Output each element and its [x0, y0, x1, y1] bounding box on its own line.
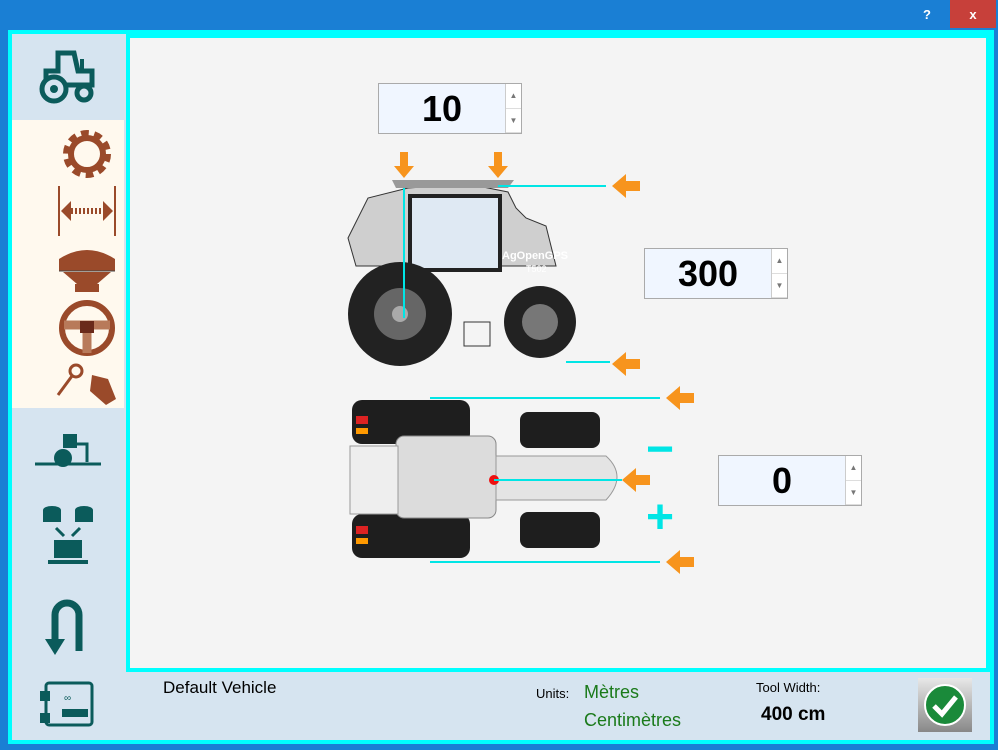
gear-icon[interactable] [56, 124, 118, 184]
antenna-height-spinner[interactable]: 10 ▲▼ [378, 83, 522, 134]
data-sources-icon[interactable] [12, 494, 124, 574]
tractor-icon[interactable] [12, 34, 124, 120]
window: ∞ AgOpenGPS T502 [8, 30, 994, 744]
wheelbase-spinner[interactable]: 300 ▲▼ [644, 248, 788, 299]
units-label: Units: [536, 686, 570, 701]
tractor-model-text: T502 [526, 264, 547, 274]
arduino-board-icon[interactable]: ∞ [12, 674, 124, 734]
implement-icon[interactable] [12, 414, 124, 484]
u-turn-icon[interactable] [12, 594, 124, 664]
keys-icon[interactable] [56, 360, 118, 406]
plus-icon[interactable]: + [646, 491, 675, 544]
steering-wheel-icon[interactable] [56, 298, 118, 358]
svg-text:∞: ∞ [64, 693, 71, 704]
wheelbase-value[interactable]: 300 [645, 249, 771, 298]
gps-antenna-icon[interactable] [56, 242, 118, 296]
vehicle-config-panel: AgOpenGPS T502 − + 10 [126, 34, 990, 672]
spin-up-icon[interactable]: ▲ [846, 456, 861, 481]
ok-button[interactable] [918, 678, 972, 732]
tractor-top-view [349, 400, 618, 558]
spin-down-icon[interactable]: ▼ [772, 274, 787, 298]
help-button[interactable]: ? [904, 0, 950, 28]
spin-down-icon[interactable]: ▼ [846, 481, 861, 505]
tractor-brand-text: AgOpenGPS [502, 250, 568, 262]
tractor-side-view: AgOpenGPS T502 [347, 180, 576, 366]
sidebar: ∞ [12, 34, 124, 740]
spin-up-icon[interactable]: ▲ [772, 249, 787, 274]
orange-arrows [394, 152, 694, 574]
tool-width-label: Tool Width: [756, 680, 821, 695]
tool-width-value: 400 cm [761, 704, 826, 725]
minus-icon[interactable]: − [646, 423, 675, 476]
title-bar: ? x [0, 0, 998, 30]
units-primary: Mètres [584, 682, 640, 702]
measurement-lines [403, 185, 660, 563]
units-secondary: Centimètres [584, 710, 682, 730]
spin-down-icon[interactable]: ▼ [506, 109, 521, 133]
checkmark-icon [924, 684, 966, 726]
tractor-diagram: AgOpenGPS T502 [347, 152, 694, 574]
antenna-height-value[interactable]: 10 [379, 84, 505, 133]
antenna-offset-value[interactable]: 0 [719, 456, 845, 505]
antenna-offset-spinner[interactable]: 0 ▲▼ [718, 455, 862, 506]
vehicle-settings-group [12, 120, 124, 408]
spin-up-icon[interactable]: ▲ [506, 84, 521, 109]
vehicle-name: Default Vehicle [163, 678, 277, 697]
width-arrows-icon[interactable] [56, 184, 118, 238]
close-button[interactable]: x [950, 0, 996, 28]
